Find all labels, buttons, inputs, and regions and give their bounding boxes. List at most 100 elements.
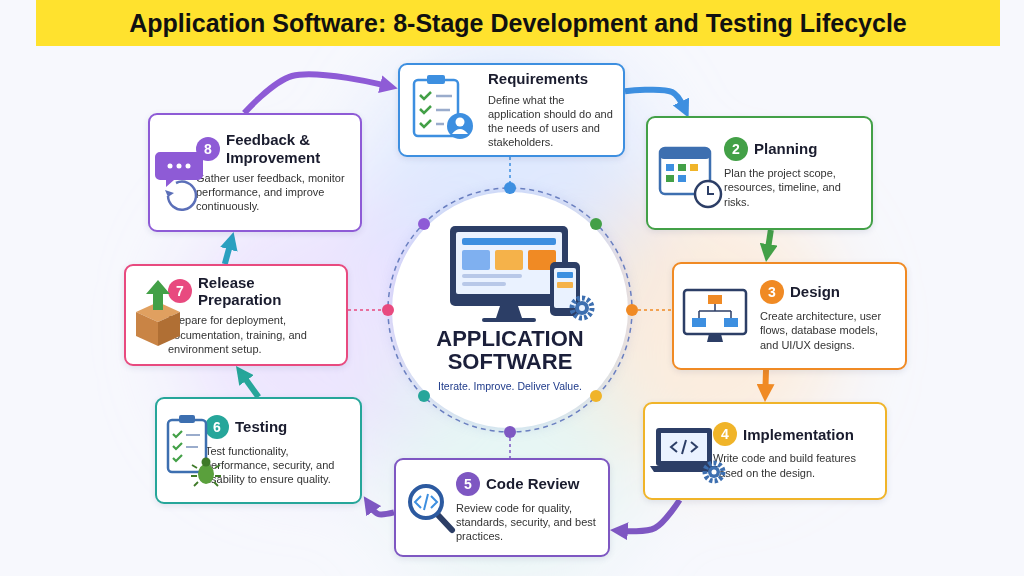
stage-description: Review code for quality, standards, secu…	[456, 501, 600, 544]
stage-box: 5 Code ReviewReview code for quality, sta…	[394, 458, 610, 557]
gear-teeth	[705, 463, 723, 481]
stage-heading: Requirements	[488, 70, 588, 87]
guide-line	[348, 309, 388, 311]
title-bar: Application Software: 8-Stage Developmen…	[36, 0, 1000, 46]
stage-content: RequirementsDefine what the application …	[400, 65, 623, 155]
stage-box: RequirementsDefine what the application …	[398, 63, 625, 157]
callout-number: 4	[713, 422, 737, 446]
stage-content: 2 PlanningPlan the project scope, resourc…	[648, 118, 871, 228]
stage-heading: Testing	[235, 418, 287, 435]
ring-dot	[504, 426, 516, 438]
flow-node	[692, 318, 706, 327]
clock-hands	[708, 186, 714, 194]
chat-bubble	[155, 152, 203, 187]
phone-card	[557, 272, 573, 278]
stage-heading: Implementation	[743, 426, 854, 443]
flow-node	[724, 318, 738, 327]
stage-description: Plan the project scope, resources, timel…	[724, 166, 863, 209]
screen-card	[528, 250, 556, 270]
stage-content: 6 TestingTest functionality, performance,…	[157, 399, 360, 502]
chat-dot	[168, 164, 173, 169]
stage-description: Create architecture, user flows, databas…	[760, 309, 897, 352]
callout-number: 3	[760, 280, 784, 304]
callout-number: 5	[456, 472, 480, 496]
hub-ring	[388, 188, 632, 432]
check-marks	[420, 92, 431, 127]
stage-heading: Release Preparation	[198, 274, 338, 309]
magnifier-handle	[438, 515, 452, 530]
code-review-icon	[410, 486, 452, 530]
ring-dots	[382, 182, 638, 438]
flow-arrow	[625, 90, 683, 105]
stage-content: 7Release PreparationPrepare for deployme…	[126, 266, 346, 364]
hub-content: APPLICATION SOFTWAREIterate. Improve. De…	[392, 192, 628, 428]
flow-arrow	[624, 500, 680, 531]
calendar-cell	[666, 164, 674, 171]
clock	[695, 181, 721, 207]
laptop-base	[650, 466, 718, 472]
stage-content: 5 Code ReviewReview code for quality, sta…	[396, 460, 608, 555]
flow-arrow	[762, 370, 769, 388]
phone-card	[557, 282, 573, 288]
refresh-head	[165, 190, 174, 197]
stage-description: Gather user feedback, monitor performanc…	[196, 171, 352, 214]
stage-heading: Code Review	[486, 475, 579, 492]
clipboard-clip	[427, 75, 445, 84]
stage-heading: Planning	[754, 140, 817, 157]
monitor-stand	[707, 334, 723, 342]
callout-number: 6	[205, 415, 229, 439]
stage-box: 7Release PreparationPrepare for deployme…	[124, 264, 348, 366]
design-icon	[684, 290, 746, 342]
flow-node	[708, 295, 722, 304]
ring-dot	[418, 218, 430, 230]
stage-description: Prepare for deployment, documentation, t…	[168, 313, 338, 356]
calendar-cell	[678, 175, 686, 182]
ring-dot	[504, 182, 516, 194]
heading-row: 3Design	[760, 280, 897, 304]
clipboard	[414, 80, 458, 136]
ring-dot	[418, 390, 430, 402]
calendar	[660, 148, 710, 194]
code-symbol	[671, 440, 697, 454]
gear	[708, 466, 720, 478]
box-top	[136, 302, 180, 322]
flow-arrow	[244, 74, 384, 113]
stage-box: 6 TestingTest functionality, performance,…	[155, 397, 362, 504]
calendar-header	[660, 148, 710, 159]
callout-number: 2	[724, 137, 748, 161]
screen-bar	[462, 238, 556, 245]
hub-circle: APPLICATION SOFTWAREIterate. Improve. De…	[392, 192, 628, 428]
upload-arrow	[146, 280, 170, 310]
gear	[575, 301, 589, 315]
flow-arrow	[768, 230, 771, 248]
check-marks	[173, 431, 182, 461]
monitor-screen	[456, 232, 562, 294]
refresh-arc	[168, 182, 196, 210]
stage-box: 2 PlanningPlan the project scope, resourc…	[646, 116, 873, 230]
ring-dot	[590, 390, 602, 402]
stage-heading: Feedback & Improvement	[226, 131, 352, 166]
stage-description: Test functionality, performance, securit…	[205, 444, 352, 487]
monitor-stand	[496, 306, 522, 318]
callout-number: 8	[196, 137, 220, 161]
screen-line	[462, 274, 522, 278]
stage-box: 3DesignCreate architecture, user flows, …	[672, 262, 907, 370]
guide-line	[632, 309, 672, 311]
chat-dot	[186, 164, 191, 169]
implementation-icon	[650, 428, 723, 481]
gear-teeth	[572, 298, 592, 318]
callout-number: 7	[168, 279, 192, 303]
ring-dot	[382, 304, 394, 316]
screen-line	[462, 282, 506, 286]
phone-screen	[554, 268, 576, 308]
stage-content: 8Feedback & ImprovementGather user feedb…	[150, 115, 360, 230]
magnifier-lens	[410, 486, 442, 518]
flow-arrow	[225, 245, 230, 264]
stage-box: 4ImplementationWrite code and build feat…	[643, 402, 887, 500]
laptop-screen	[661, 433, 707, 461]
list-lines	[186, 435, 200, 447]
heading-row: 8Feedback & Improvement	[196, 131, 352, 166]
computer-illustration	[450, 226, 592, 322]
flow-arrow	[372, 508, 394, 515]
